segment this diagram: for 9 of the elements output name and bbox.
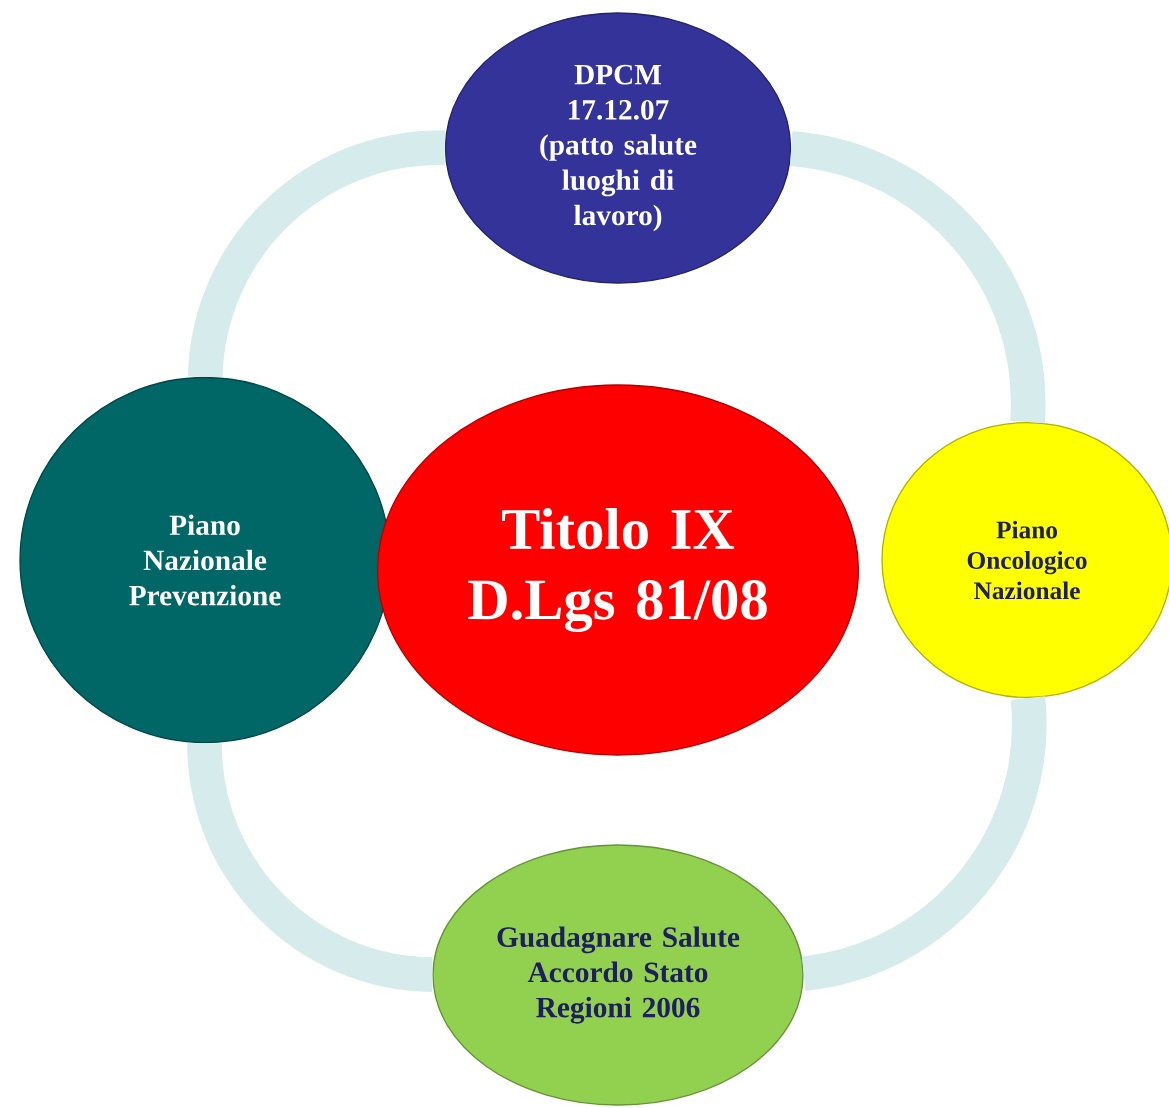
ring-segment [187, 742, 434, 992]
ring-segment [187, 130, 446, 379]
circle-node: Guadagnare Salute Accordo Stato Regioni 2006 [432, 844, 804, 1106]
ring-segment [788, 131, 1046, 422]
circle-node: Piano Oncologico Nazionale [881, 421, 1169, 699]
circle-node: Piano Nazionale Prevenzione [19, 376, 391, 744]
circle-node: DPCM 17.12.07 (patto salute luoghi di lavoro) [444, 12, 792, 284]
circle-node: Titolo IX D.Lgs 81/08 [376, 384, 860, 756]
ring-segment [800, 697, 1047, 991]
